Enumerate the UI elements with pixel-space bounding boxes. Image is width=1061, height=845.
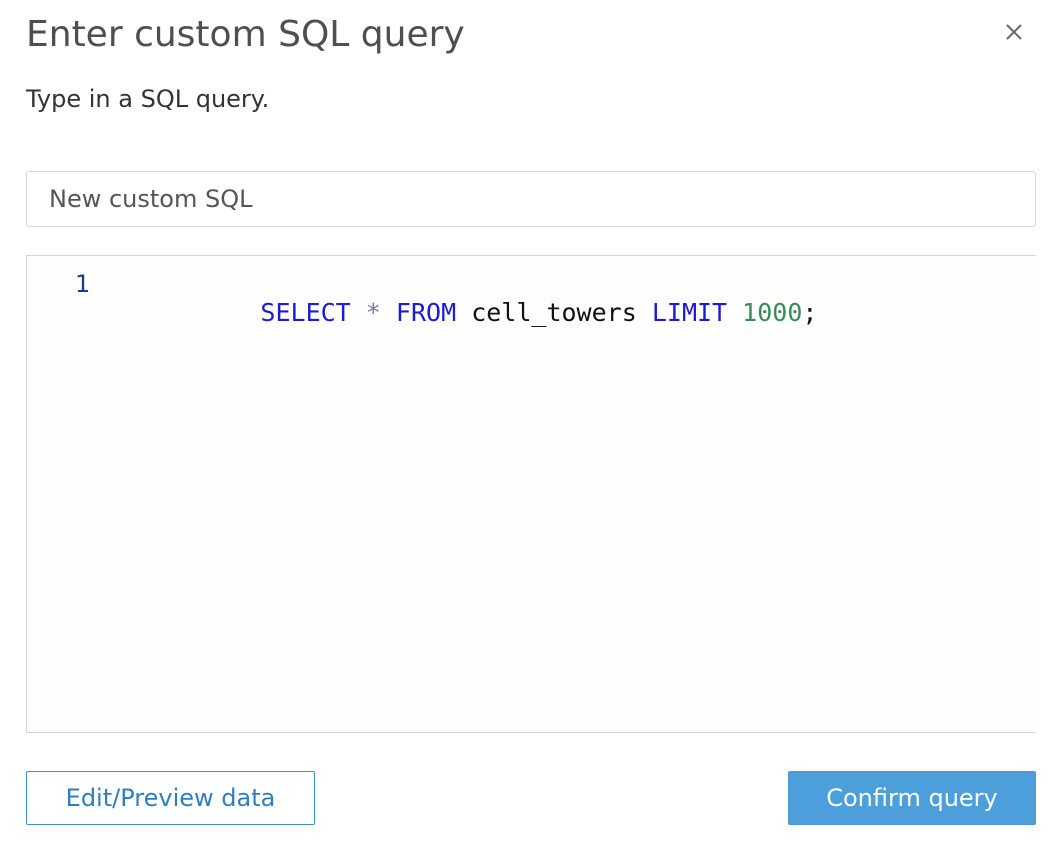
confirm-query-button[interactable]: Confirm query xyxy=(788,771,1036,825)
sql-identifier: cell_towers xyxy=(471,298,637,327)
sql-operator: * xyxy=(365,298,381,327)
line-number: 1 xyxy=(75,270,91,298)
sql-keyword: LIMIT xyxy=(651,298,728,327)
sql-keyword: SELECT xyxy=(260,298,351,327)
dialog-title: Enter custom SQL query xyxy=(26,14,465,55)
code-space xyxy=(727,298,742,327)
close-icon xyxy=(1006,24,1022,40)
close-button[interactable] xyxy=(1000,18,1028,46)
sql-code-line[interactable]: SELECT * FROM cell_towers LIMIT 1000; xyxy=(140,268,817,358)
sql-keyword: FROM xyxy=(395,298,457,327)
sql-number: 1000 xyxy=(742,298,803,327)
editor-line[interactable]: 1 SELECT * FROM cell_towers LIMIT 1000; xyxy=(27,268,1036,327)
code-space xyxy=(351,298,366,327)
code-space xyxy=(456,298,471,327)
dialog-subtitle: Type in a SQL query. xyxy=(26,85,270,113)
code-space xyxy=(381,298,396,327)
code-space xyxy=(637,298,652,327)
sql-editor[interactable]: 1 SELECT * FROM cell_towers LIMIT 1000; xyxy=(26,255,1036,733)
query-name-input[interactable] xyxy=(26,171,1036,227)
sql-punctuation: ; xyxy=(802,298,818,327)
edit-preview-data-button[interactable]: Edit/Preview data xyxy=(26,771,315,825)
